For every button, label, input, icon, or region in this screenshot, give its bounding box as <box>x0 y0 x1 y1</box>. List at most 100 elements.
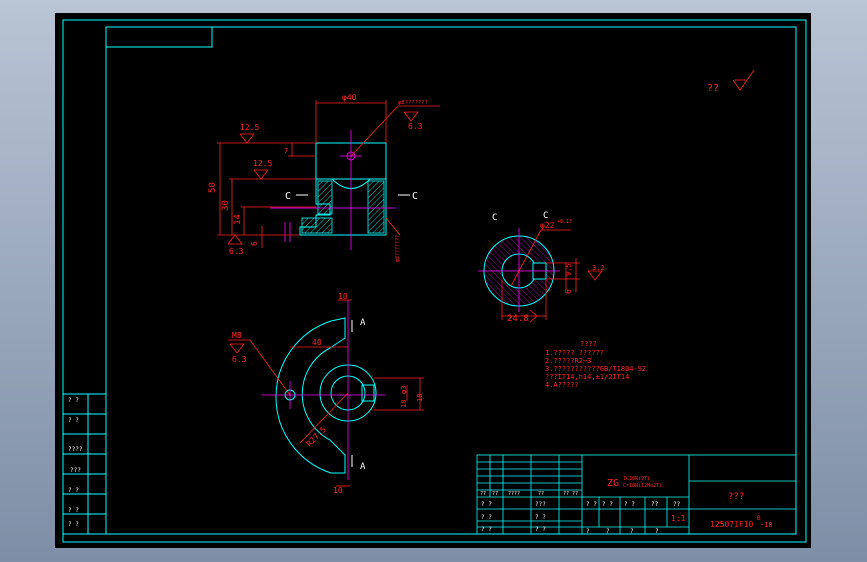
rough-right-symbol <box>403 111 419 122</box>
general-roughness: ?? <box>707 69 755 94</box>
tb-drawing-name: ??? <box>728 492 744 502</box>
rough-mid-symbol <box>253 169 269 180</box>
rev-cell: ? ? <box>68 417 79 424</box>
top-left-code-box <box>105 26 213 48</box>
top-dim-right-c: 18 <box>416 394 424 402</box>
section-rough-symbol <box>587 270 603 281</box>
tb-material-line1: 1C18Ni9Ti <box>623 476 650 482</box>
dim-top-step: 7 <box>284 147 288 155</box>
tb-header: ?? <box>572 491 578 497</box>
tb-scale-header: ? ? <box>624 501 635 508</box>
top-view: 10 10 40 R27.5 M8 6.3 φ3 18 18 A A <box>228 292 424 495</box>
tb-header: ?? <box>563 491 569 497</box>
notes-line-3: 3.???????????GB/T1804-92 <box>545 365 646 373</box>
front-hatch-bottom <box>301 217 333 234</box>
section-dim-height: 6 <box>564 289 573 294</box>
section-c-right: C <box>412 191 418 202</box>
tb-drawing-number-suffix: -18 <box>760 521 773 529</box>
top-hub-key <box>361 384 375 402</box>
section-rough: 3.2 <box>592 264 605 272</box>
tb-left-row: ? ? <box>481 501 492 508</box>
tb-bottom-cell: ? <box>586 528 590 535</box>
top-hole-leader <box>249 339 291 396</box>
rev-cell: ???? <box>68 446 83 453</box>
tb-material-line2: Cr18Ni12Mo2Ti <box>623 483 662 489</box>
top-dim-bottom: 10 <box>333 486 343 495</box>
revision-table-frame <box>62 393 107 535</box>
title-block: ZG 1C18Ni9Ti Cr18Ni12Mo2Ti ?? ?? ???? ??… <box>476 454 797 535</box>
tb-bottom-cell: ? <box>630 528 634 535</box>
notes-line-5: 4.A????? <box>545 381 579 389</box>
notes-line-2: 2.?????R2~3 <box>545 357 591 365</box>
top-radius-leader <box>299 392 349 444</box>
top-dim-right-b: 18 <box>400 400 408 408</box>
tb-header: ?? <box>480 491 486 497</box>
section-label-right: C <box>543 211 548 221</box>
drawing-sheet <box>55 13 811 548</box>
tb-scale-header: ?? <box>651 501 659 508</box>
notes-title: ???? <box>580 340 597 348</box>
tb-scale-value: 1:1 <box>671 514 686 523</box>
top-dim-top: 10 <box>338 292 348 301</box>
front-hatch-left <box>317 180 333 215</box>
general-roughness-text: ?? <box>707 83 719 94</box>
section-dim-bore: φ22 <box>540 221 555 230</box>
tb-left-row: ? ? <box>481 526 492 533</box>
dim-height-total: 50 <box>208 182 218 193</box>
section-dim-bore-tol: +0.13 <box>557 219 572 225</box>
title-block-frame <box>476 454 797 535</box>
notes-line-4: ???IT14,h14,±1/2IT14 <box>545 373 629 381</box>
tb-bottom-cell: ? <box>606 528 610 535</box>
section-dim-vertical: 9.5 <box>565 263 573 276</box>
hole-callout-v-leader <box>385 217 401 236</box>
rough-top-left: 12.5 <box>240 123 259 132</box>
tb-header: ?? <box>492 491 498 497</box>
rev-cell: ? ? <box>68 397 79 404</box>
hole-leader <box>350 105 399 157</box>
section-bore-leader <box>510 229 542 287</box>
rev-cell: ? ? <box>68 521 79 528</box>
tb-scale-header: ? ? <box>602 501 613 508</box>
rough-bottom-symbol <box>227 234 243 245</box>
front-view: φ40 50 30 14 6 7 12.5 12.5 6.3 φ8???????… <box>208 93 440 262</box>
dim-small: 6 <box>250 241 259 246</box>
top-dim-hole: M8 <box>232 331 242 340</box>
tb-drawing-number-sub: B <box>757 515 761 522</box>
tb-material-code: ZG <box>607 478 619 489</box>
rough-mid: 12.5 <box>253 159 272 168</box>
tb-header: ?? <box>538 491 544 497</box>
section-label-left: C <box>492 213 497 223</box>
border-frame <box>105 26 797 535</box>
tb-mid-row: ??? <box>535 501 546 508</box>
top-dim-offset: 40 <box>312 338 322 347</box>
section-view: C C φ22 +0.13 24.8 6 9.5 3.2 <box>478 211 605 324</box>
outer-frame <box>62 19 807 543</box>
tb-left-row: ? ? <box>481 514 492 521</box>
tb-mid-row: ? ? <box>535 514 546 521</box>
section-dim-keyway-width: 24.8 <box>507 314 529 324</box>
section-c-left: C <box>285 191 291 202</box>
tb-drawing-number: 125071F10 <box>710 520 754 529</box>
dim-height-low: 14 <box>233 214 243 225</box>
roughness-symbol <box>732 69 755 91</box>
top-rough-hole: 6.3 <box>232 355 247 364</box>
rev-cell: ? ? <box>68 507 79 514</box>
notes-line-1: 1.????? ?????? <box>545 349 604 357</box>
top-fan-outline <box>275 317 346 474</box>
rough-bottom: 6.3 <box>229 247 244 256</box>
top-rough-symbol <box>229 343 245 354</box>
rough-top-left-symbol <box>239 133 255 144</box>
tb-mid-row: ? ? <box>535 526 546 533</box>
rev-cell: ? ? <box>68 487 79 494</box>
rev-cell: ??? <box>70 467 81 474</box>
section-a-bottom: A <box>360 462 366 472</box>
section-dim-arrow <box>529 309 538 323</box>
revision-table: ? ? ? ? ???? ??? ? ? ? ? ? ? <box>62 393 107 535</box>
top-dim-right-a: φ3 <box>400 386 408 394</box>
tb-header: ???? <box>508 491 520 497</box>
front-hole <box>346 151 356 161</box>
section-a-top: A <box>360 318 366 328</box>
rough-right: 6.3 <box>408 122 423 131</box>
tb-bottom-cell: ? <box>655 528 659 535</box>
